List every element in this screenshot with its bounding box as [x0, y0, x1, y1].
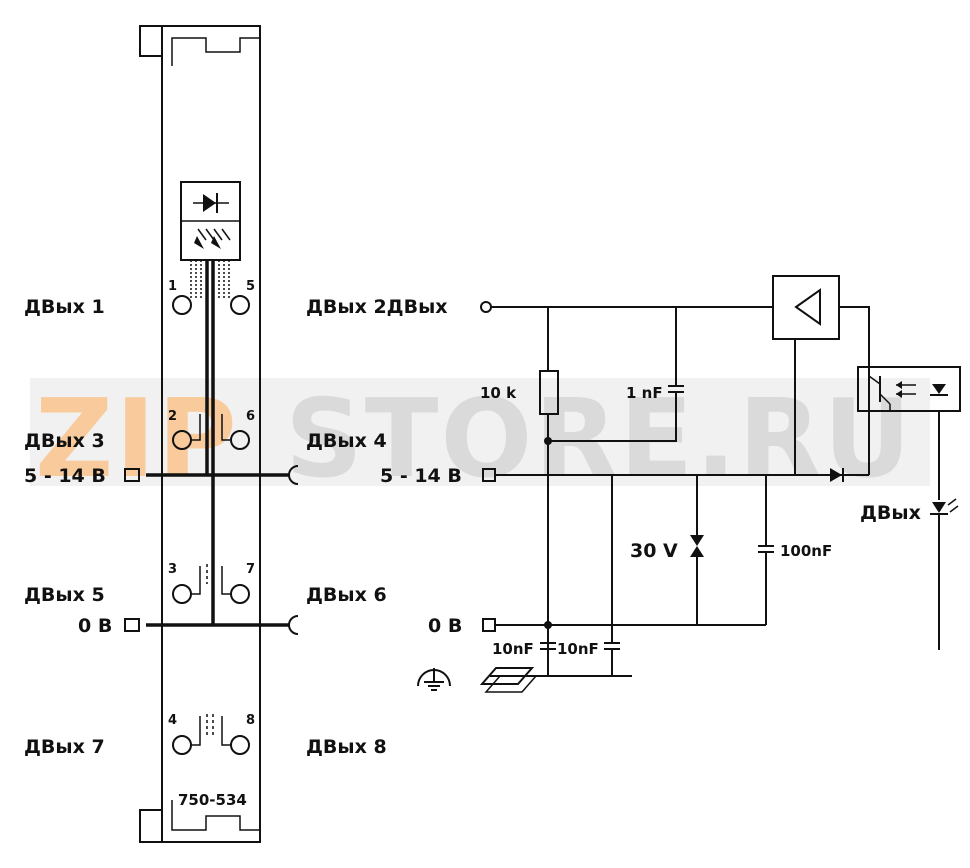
label-zener: 30 V — [630, 540, 678, 562]
terminal-number-5: 5 — [246, 279, 255, 294]
optocoupler-output — [857, 366, 961, 412]
label-supply-right: 5 - 14 В — [380, 465, 462, 487]
terminal-number-4: 4 — [168, 713, 177, 728]
terminal-1 — [172, 295, 192, 315]
label-out2: ДВых 2ДВых — [306, 296, 448, 318]
label-out4: ДВых 4 — [306, 430, 387, 452]
label-cap-100nf: 100nF — [780, 542, 832, 560]
label-out5: ДВых 5 — [24, 584, 105, 606]
label-cap-1nf: 1 nF — [626, 384, 663, 402]
supply-connector-icon — [124, 468, 140, 482]
terminals — [172, 295, 250, 755]
watermark-text-b: STORE.RU — [285, 377, 913, 502]
zero-connector-icon — [124, 618, 140, 632]
label-zero-right: 0 В — [428, 615, 462, 637]
label-out1: ДВых 1 — [24, 296, 105, 318]
junction-node-zero — [544, 621, 552, 629]
terminal-number-3: 3 — [168, 562, 177, 577]
label-cap-10nf-a: 10nF — [492, 640, 534, 658]
module-housing — [139, 25, 261, 843]
terminal-4 — [172, 735, 192, 755]
label-led-out: ДВых — [860, 502, 921, 524]
part-number: 750-534 — [178, 791, 247, 809]
terminal-7 — [230, 584, 250, 604]
zero-out-connector-icon — [288, 615, 299, 635]
terminal-number-6: 6 — [246, 409, 255, 424]
label-resistor: 10 k — [480, 384, 517, 402]
driver-block — [772, 275, 840, 340]
terminal-5 — [230, 295, 250, 315]
opto-arrows-icon — [896, 381, 916, 398]
light-arrows-icon — [194, 228, 231, 249]
module-body — [161, 25, 261, 843]
terminal-8 — [230, 735, 250, 755]
terminal-number-1: 1 — [168, 279, 177, 294]
label-out7: ДВых 7 — [24, 736, 105, 758]
output-led-icon — [932, 502, 946, 513]
terminal-3 — [172, 584, 192, 604]
din-rail-icon — [479, 667, 538, 693]
label-out6: ДВых 6 — [306, 584, 387, 606]
label-zero-left: 0 В — [78, 615, 112, 637]
junction-node — [544, 437, 552, 445]
label-out8: ДВых 8 — [306, 736, 387, 758]
output-terminal-icon — [480, 301, 492, 313]
supply-out-connector-icon — [288, 465, 299, 485]
watermark: ZIP STORE.RU — [30, 377, 930, 502]
terminal-number-8: 8 — [246, 713, 255, 728]
label-cap-10nf-b: 10nF — [557, 640, 599, 658]
zero-terminal-icon — [482, 618, 496, 632]
label-supply-left: 5 - 14 В — [24, 465, 106, 487]
amplifier-icon — [794, 288, 821, 326]
terminal-number-2: 2 — [168, 409, 177, 424]
opto-led-icon — [932, 384, 946, 394]
label-out3: ДВых 3 — [24, 430, 105, 452]
protection-diode-icon — [830, 468, 842, 482]
ground-icon — [417, 668, 451, 691]
zener-diode-icon — [690, 535, 704, 546]
terminal-number-7: 7 — [246, 562, 255, 577]
optocoupler-block — [180, 181, 241, 300]
